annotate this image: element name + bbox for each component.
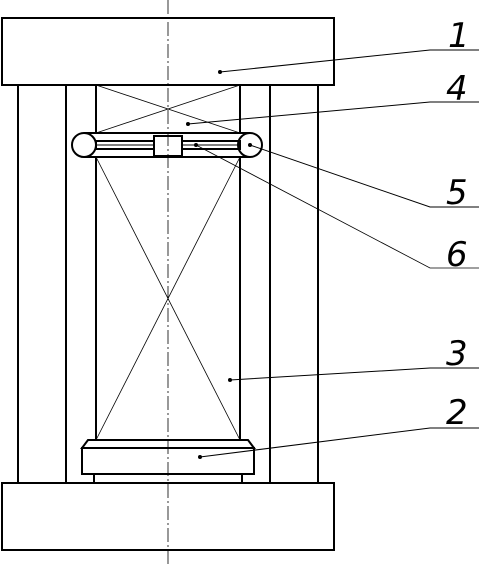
upper-specimen [95,84,241,134]
label-1: 1 [448,16,470,56]
left-outer-column [17,85,67,483]
leader-lines [186,49,479,459]
label-2: 2 [446,393,468,433]
roller-assembly [71,132,263,158]
label-6: 6 [446,235,468,275]
leader-4 [187,101,479,125]
right-outer-column [269,85,319,483]
leader-2 [199,427,479,458]
leader-1 [219,49,479,73]
label-5: 5 [446,173,468,213]
leader-6 [195,144,479,269]
leader-3 [229,367,479,381]
label-4: 4 [446,69,468,109]
bottom-specimen-holder [80,439,256,484]
leader-5 [249,144,479,208]
left-roller [71,132,97,158]
top-plate [1,17,335,86]
label-3: 3 [446,334,468,374]
clamp-block [153,135,183,157]
main-specimen [95,156,241,441]
